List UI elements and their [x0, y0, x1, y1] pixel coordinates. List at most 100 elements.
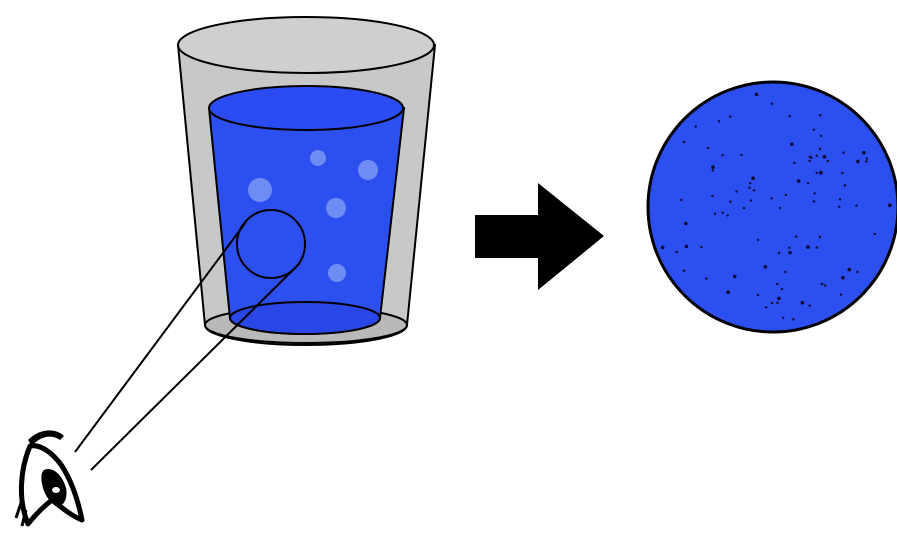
speck [806, 182, 810, 185]
speck [763, 265, 768, 269]
speck [815, 154, 818, 157]
speck [726, 214, 729, 217]
speck [684, 221, 688, 226]
speck [819, 170, 823, 175]
speck [726, 290, 730, 295]
bubble [326, 198, 346, 218]
speck [751, 176, 755, 180]
speck [855, 204, 858, 207]
speck [793, 161, 796, 164]
speck [721, 154, 724, 157]
speck [700, 245, 703, 249]
speck [808, 304, 811, 307]
speck [749, 199, 753, 202]
speck [784, 270, 787, 274]
speck [813, 192, 816, 195]
glass-of-water [176, 16, 437, 346]
sight-lines [74, 221, 301, 471]
speck [790, 142, 794, 146]
speck [752, 189, 756, 192]
speck [792, 318, 795, 321]
speck [822, 155, 827, 159]
speck [841, 275, 845, 280]
speck [838, 198, 842, 201]
speck [788, 115, 791, 118]
speck [782, 316, 785, 319]
speck [839, 293, 843, 296]
speck [711, 194, 714, 198]
speck [819, 114, 822, 117]
speck [682, 269, 686, 272]
bubble [328, 264, 346, 282]
bubble [310, 150, 326, 166]
speck [754, 92, 759, 97]
speck [865, 157, 869, 160]
eye-highlight [52, 487, 60, 493]
speck [788, 250, 792, 255]
speck [862, 150, 866, 155]
speck [888, 203, 892, 208]
sight-line-upper [74, 221, 247, 453]
speck [819, 134, 823, 138]
speck [705, 277, 708, 280]
speck [808, 155, 812, 159]
speck [729, 200, 732, 203]
speck [818, 147, 822, 151]
speck [808, 159, 811, 163]
speck [742, 206, 746, 210]
speck [777, 296, 781, 301]
speck [748, 186, 751, 189]
speck [711, 169, 714, 172]
speck [756, 293, 760, 297]
speck [735, 190, 738, 193]
speck [660, 245, 665, 250]
magnified-region [236, 209, 306, 279]
speck [856, 270, 859, 274]
speck [776, 301, 779, 305]
speck [815, 246, 818, 249]
speck [818, 235, 821, 239]
speck [815, 171, 818, 175]
speck [713, 212, 717, 215]
speck [770, 197, 773, 200]
speck [780, 287, 784, 291]
speck [732, 274, 737, 279]
water-body [207, 107, 406, 335]
speck [821, 282, 824, 286]
specks-group [660, 92, 892, 321]
water-bottom [229, 301, 381, 335]
eye-brow [28, 430, 64, 446]
eye-lash [14, 499, 28, 527]
speck [694, 125, 697, 128]
speck [680, 198, 683, 202]
speck [843, 184, 847, 187]
speck [776, 282, 779, 286]
speck [757, 238, 760, 242]
speck [838, 205, 841, 208]
magnified-circle [646, 80, 897, 334]
speck [865, 160, 868, 163]
speck [795, 235, 798, 238]
speck [812, 128, 816, 131]
water-surface [208, 85, 404, 131]
speck [842, 151, 845, 154]
sight-line-lower [90, 262, 301, 471]
speck [806, 245, 810, 249]
speck [796, 179, 801, 183]
speck [765, 306, 768, 309]
bubble [248, 178, 272, 202]
speck [873, 232, 876, 236]
speck [682, 140, 686, 144]
speck [847, 267, 852, 272]
speck [749, 182, 752, 185]
bubble [358, 160, 378, 180]
speck [824, 284, 827, 287]
speck [770, 102, 773, 106]
glass-rim [177, 16, 435, 74]
speck [717, 120, 721, 123]
speck [812, 200, 816, 203]
speck [721, 211, 724, 214]
speck [826, 159, 829, 163]
